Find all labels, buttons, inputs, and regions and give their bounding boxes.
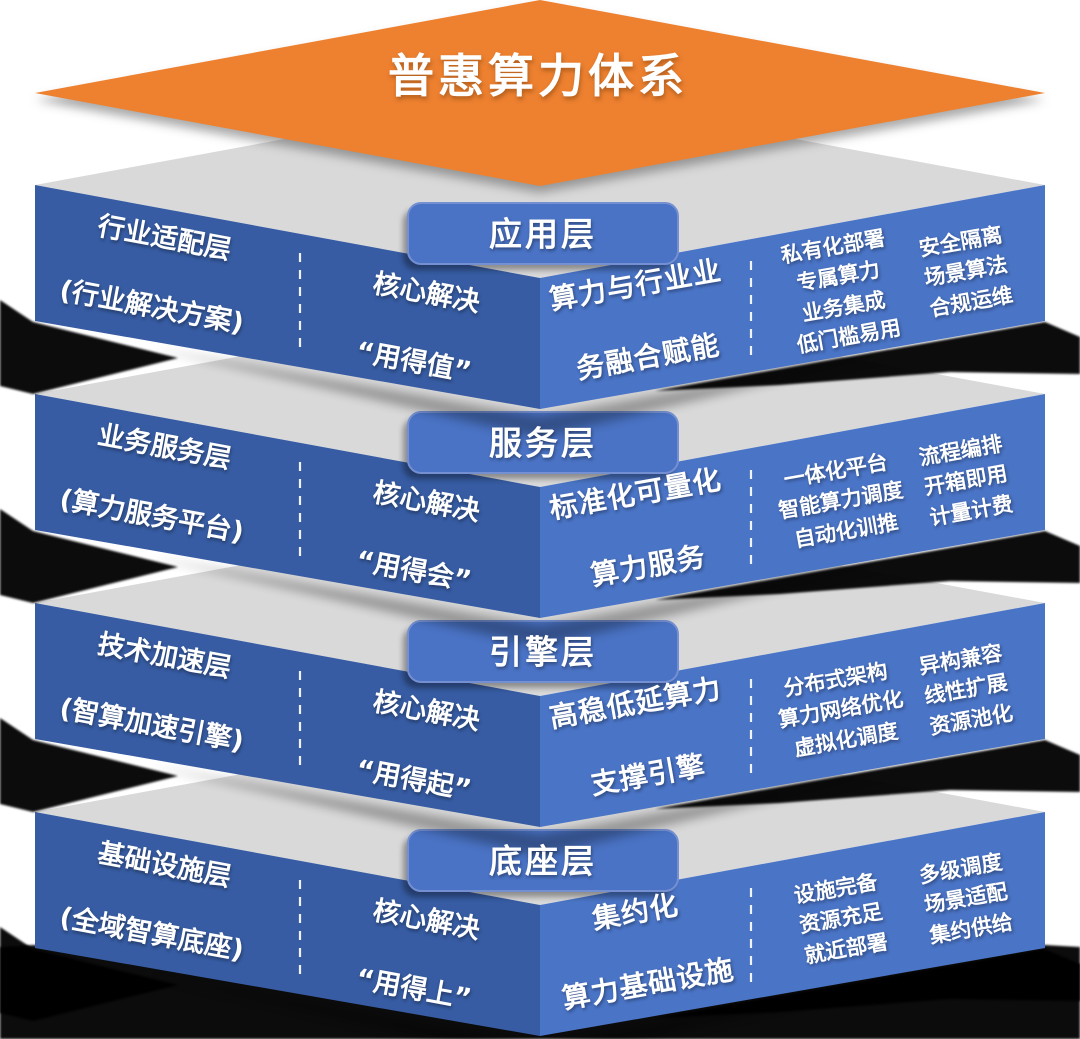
layer-1-main-line1: 算力与行业业	[547, 254, 725, 317]
layer-2-badge-label: 服务层	[489, 423, 597, 463]
layer-4-left-label: 基础设施层 (全域智算底座)	[50, 797, 266, 1004]
layer-2-main-line2: 算力服务	[588, 539, 709, 593]
layer-2-feature-column-2: 流程编排 开箱即用 计量计费	[917, 431, 1015, 530]
layer-1-feature-column-2: 安全隔离 场景算法 合规运维	[917, 222, 1015, 321]
layer-2-core-line2: “用得会”	[353, 545, 474, 598]
layer-3-main-label: 高稳低延算力 支撑引擎	[541, 635, 744, 844]
layer-4-left-title: 基础设施层	[95, 837, 234, 893]
layer-1-core-line1: 核心解决	[370, 268, 483, 319]
layer-1-left-subtitle: (行业解决方案)	[57, 275, 247, 340]
layer-3-core-line1: 核心解决	[370, 686, 483, 737]
layer-2-main-label: 标准化可量化 算力服务	[541, 426, 744, 635]
bottom-shadow	[0, 945, 1080, 1039]
layer-3-badge-label: 引擎层	[489, 632, 597, 672]
layer-1-feature-column-1: 私有化部署 专属算力 业务集成 低门槛易用	[779, 225, 903, 358]
layer-3-left-title: 技术加速层	[95, 628, 234, 684]
layer-2-main-line1: 标准化可量化	[547, 463, 725, 526]
layer-4-main-line2: 算力基础设施	[559, 952, 737, 1016]
layer-2-left-title: 业务服务层	[95, 419, 234, 475]
layer-3-feature-column-2: 异构兼容 线性扩展 资源池化	[917, 640, 1015, 739]
layer-3-core-line2: “用得起”	[353, 754, 474, 807]
top-diamond	[35, 0, 1045, 186]
layer-4-core-line2: “用得上”	[353, 963, 474, 1016]
layer-4-feature-column-1: 设施完备 资源充足 就近部署	[792, 869, 890, 968]
layer-4-core-line1: 核心解决	[370, 895, 483, 946]
layer-2-core-line1: 核心解决	[370, 477, 483, 528]
layer-4-feature-column-2: 多级调度 场景适配 集约供给	[917, 849, 1015, 948]
layer-4-main-line1: 集约化	[589, 888, 682, 937]
layer-4-main-label: 集约化 算力基础设施	[541, 844, 744, 1039]
layer-1-core-line2: “用得值”	[353, 336, 474, 389]
layer-1-main-label: 算力与行业业 务融合赋能	[541, 217, 744, 426]
diagram-title: 普惠算力体系	[388, 49, 688, 104]
layer-1-badge-label: 应用层	[489, 214, 597, 254]
layer-1-left-title: 行业适配层	[95, 210, 234, 266]
layer-2-left-label: 业务服务层 (算力服务平台)	[50, 379, 266, 586]
layer-3-left-subtitle: (智算加速引擎)	[57, 693, 247, 758]
layer-4-badge-label: 底座层	[489, 841, 597, 881]
layer-3-left-label: 技术加速层 (智算加速引擎)	[50, 588, 266, 795]
layer-1-left-label: 行业适配层 (行业解决方案)	[50, 170, 266, 377]
layer-4-left-subtitle: (全域智算底座)	[57, 902, 247, 967]
layer-2-left-subtitle: (算力服务平台)	[57, 484, 247, 549]
slab-layer-4	[0, 719, 1080, 1039]
layer-3-main-line1: 高稳低延算力	[547, 672, 725, 735]
layer-3-main-line2: 支撑引擎	[588, 748, 709, 802]
layer-1-main-line2: 务融合赋能	[573, 328, 723, 386]
